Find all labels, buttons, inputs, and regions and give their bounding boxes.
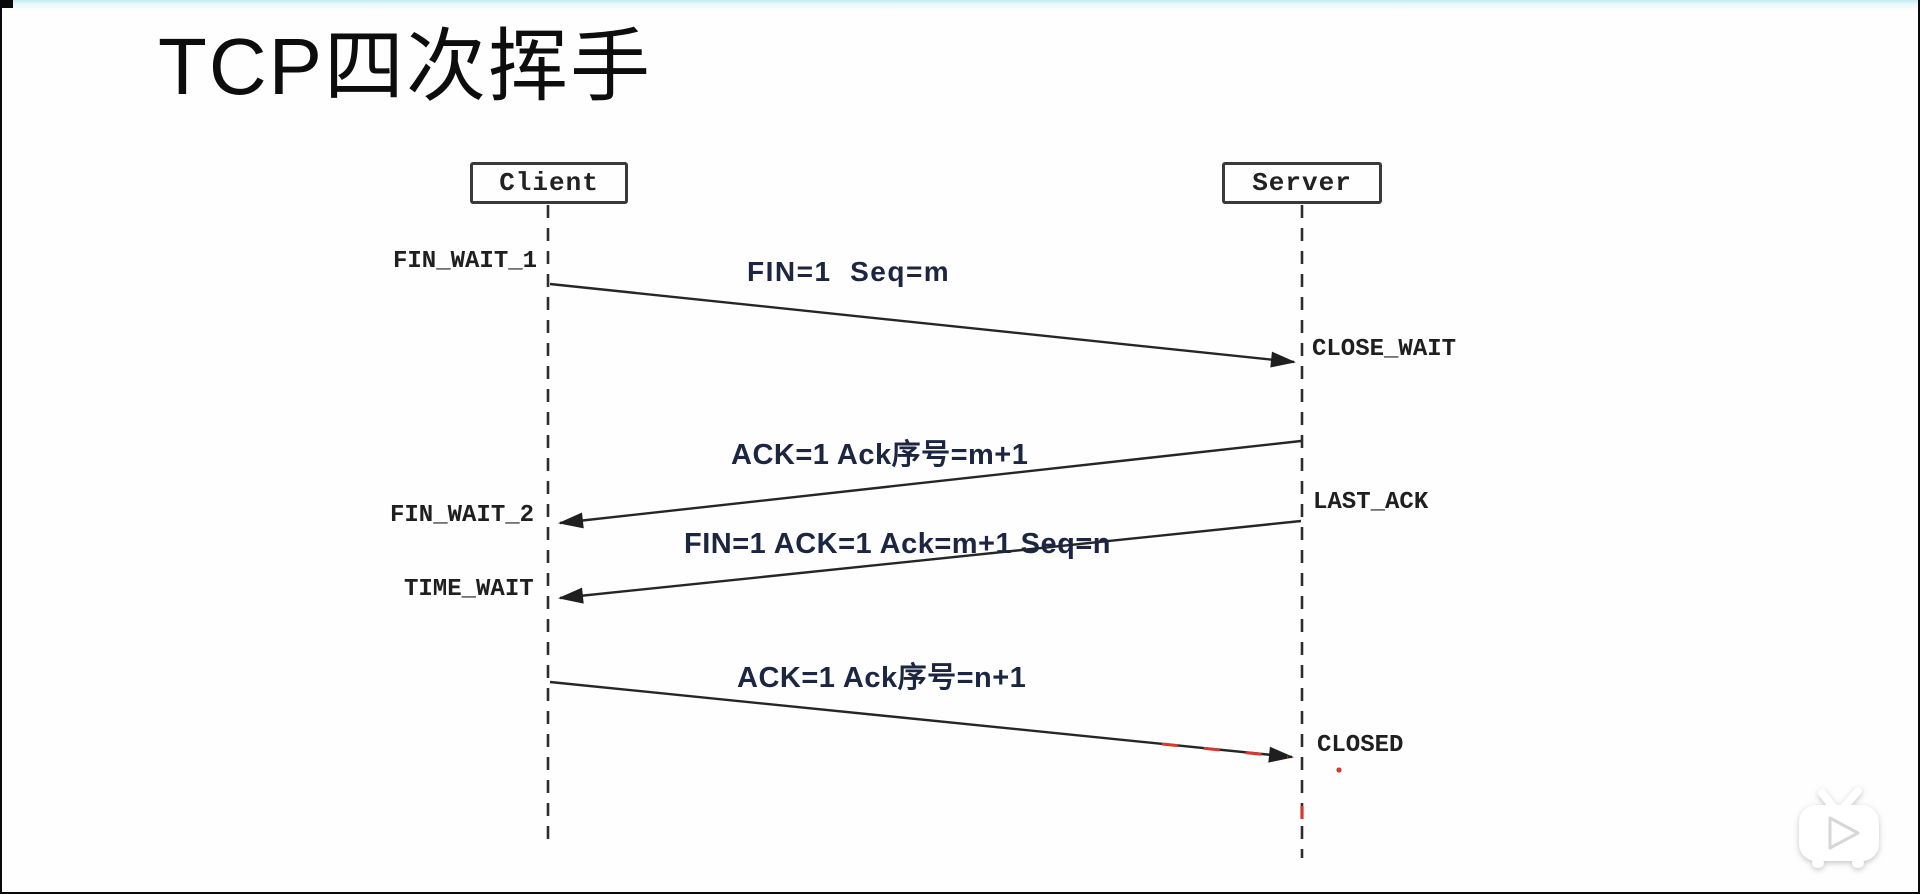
right-frame-border [1918,0,1920,894]
message-label-fin-seq-m: FIN=1 Seq=m [747,256,951,287]
message-label-fin-ack-seq-n: FIN=1 ACK=1 Ack=m+1 Seq=n [684,528,1112,560]
state-label-fin-wait-2: FIN_WAIT_2 [390,502,535,529]
arrow-fin-seq-m [549,282,1296,368]
actor-client-label: Client [499,168,599,198]
state-label-closed: CLOSED [1317,732,1404,759]
arrow-ack-m-plus-1 [558,439,1302,529]
arrow-fin-ack-seq-n [558,519,1302,604]
actor-box-server: Server [1222,162,1382,204]
state-label-last-ack: LAST_ACK [1313,489,1429,516]
red-dot-artifact [1336,767,1342,773]
state-label-time-wait: TIME_WAIT [404,576,534,603]
message-label-ack-n-plus-1: ACK=1 Ack序号=n+1 [737,662,1027,694]
bottom-frame-border [0,892,1920,894]
left-frame-border [0,0,2,894]
tv-play-icon [1799,787,1879,868]
video-play-button[interactable] [1792,786,1886,872]
actor-server-label: Server [1252,168,1352,198]
message-label-ack-m-plus-1: ACK=1 Ack序号=m+1 [731,439,1029,471]
top-edge-highlight [0,0,1920,10]
state-label-close-wait: CLOSE_WAIT [1312,336,1457,363]
state-label-fin-wait-1: FIN_WAIT_1 [393,248,538,275]
page-title: TCP四次挥手 [158,22,652,111]
corner-artifact [0,0,13,8]
actor-box-client: Client [470,162,628,204]
